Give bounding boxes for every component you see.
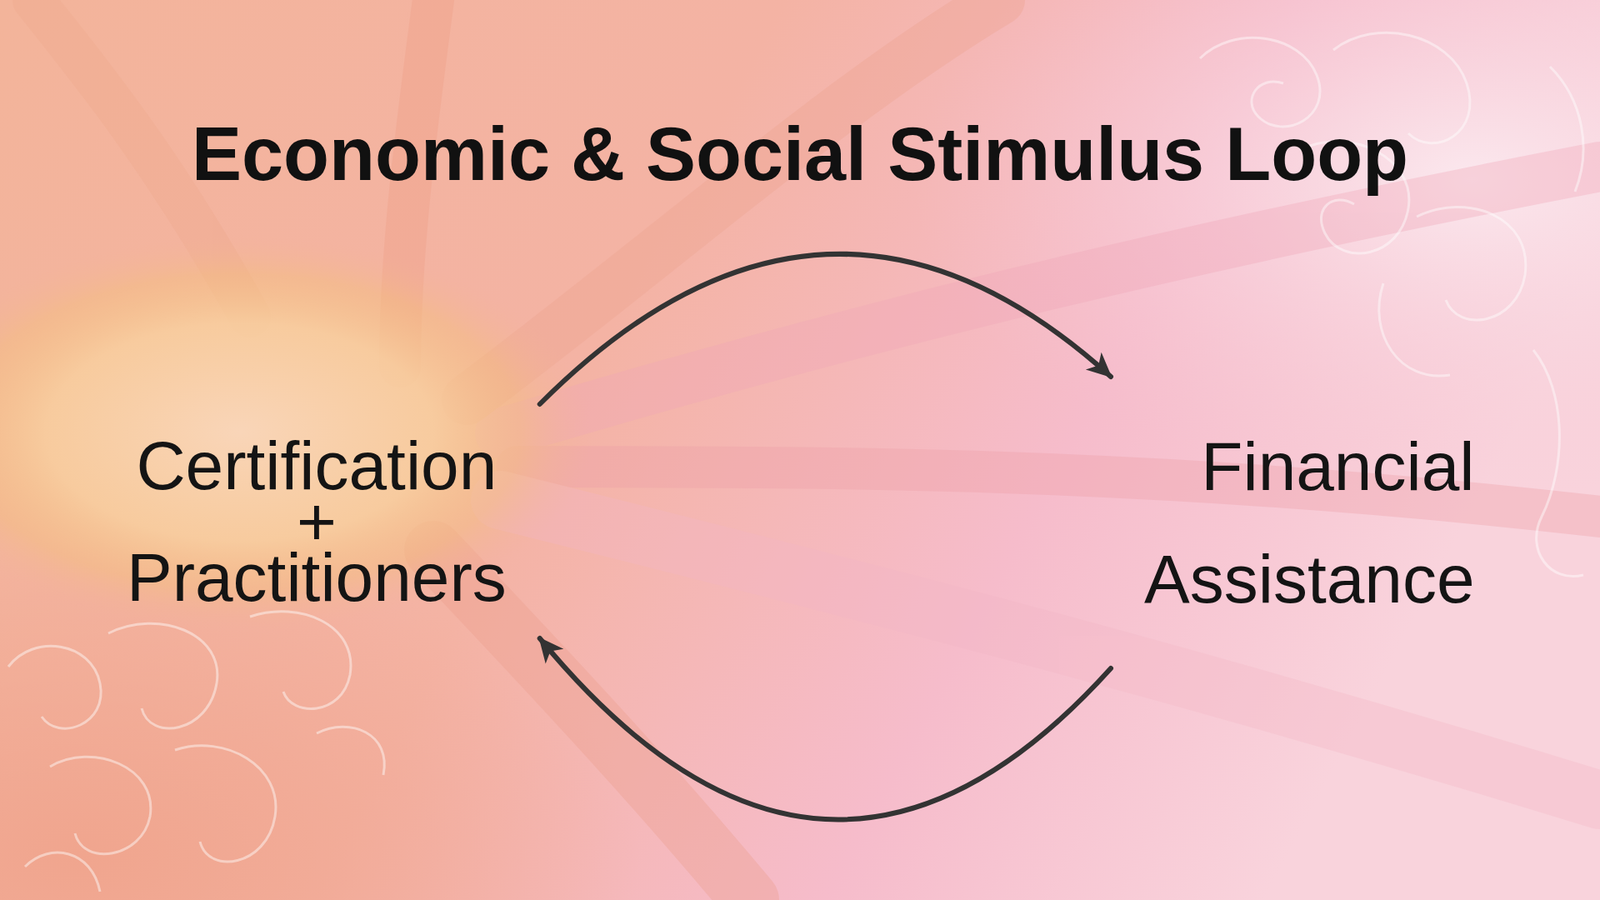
- diagram-title: Economic & Social Stimulus Loop: [0, 108, 1600, 200]
- loop-arrow: [540, 638, 1111, 820]
- loop-node: Financial Assistance: [1110, 376, 1509, 669]
- loop-node: Certification + Practitioners: [93, 404, 540, 639]
- node-label: Financial Assistance: [1144, 410, 1475, 635]
- loop-arrow: [540, 254, 1111, 405]
- node-label: Certification + Practitioners: [126, 437, 507, 605]
